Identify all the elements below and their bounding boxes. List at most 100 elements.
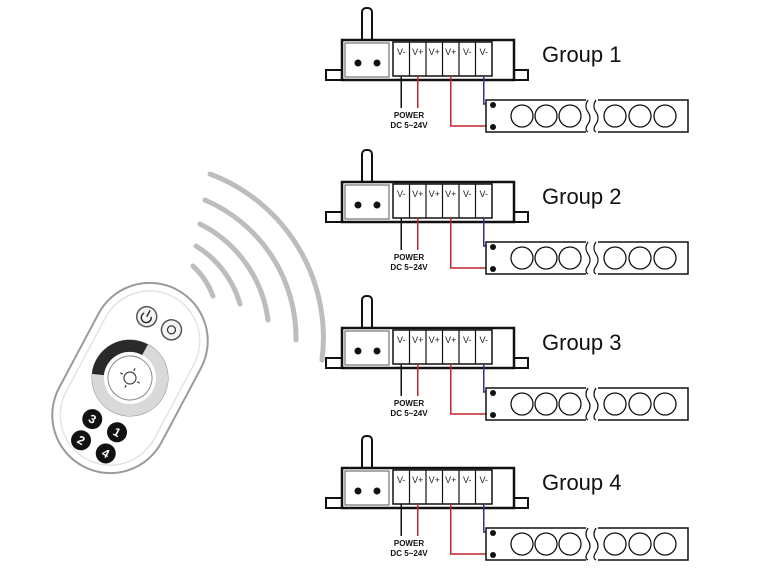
power-icon[interactable] <box>133 303 160 330</box>
terminal-label: V+ <box>445 189 456 199</box>
strip-break <box>586 386 598 422</box>
led-chip <box>603 246 627 270</box>
terminal-label: V- <box>479 475 488 485</box>
led-positive-wire <box>450 76 492 127</box>
indicator-dot <box>354 59 362 67</box>
strip-break-line <box>585 241 591 275</box>
led-chip <box>628 104 652 128</box>
terminal-label: V- <box>397 189 406 199</box>
indicator-dot <box>373 487 381 495</box>
led-chip <box>510 392 534 416</box>
strip-break <box>586 526 598 562</box>
led-strip <box>485 526 689 562</box>
led-chip <box>534 392 558 416</box>
led-chip <box>558 532 582 556</box>
led-chip <box>628 532 652 556</box>
led-positive-wire <box>450 364 492 415</box>
group-label: Group 3 <box>542 330 622 355</box>
terminal-label: V- <box>463 335 472 345</box>
strip-connector <box>490 412 496 418</box>
led-strip <box>485 98 689 134</box>
antenna-icon <box>361 435 373 471</box>
receiver-panel <box>344 330 390 366</box>
terminal-label: V- <box>397 335 406 345</box>
led-chip <box>653 532 677 556</box>
wireless-signal-icon <box>190 171 326 363</box>
terminal-label: V- <box>397 475 406 485</box>
led-chip <box>628 246 652 270</box>
voltage-label: DC 5~24V <box>390 121 428 130</box>
indicator-dot <box>354 487 362 495</box>
power-label: POWER <box>394 253 424 262</box>
antenna-icon <box>361 149 373 185</box>
terminal-label: V- <box>397 47 406 57</box>
power-label: POWER <box>394 111 424 120</box>
strip-connector <box>490 266 496 272</box>
led-chip <box>628 392 652 416</box>
antenna-icon <box>361 295 373 331</box>
led-chip <box>534 104 558 128</box>
touch-dimmer-wheel[interactable] <box>79 327 182 430</box>
strip-connector <box>490 124 496 130</box>
indicator-dot <box>373 347 381 355</box>
terminal-label: V+ <box>445 47 456 57</box>
group-button-4[interactable]: 4 <box>92 440 119 467</box>
terminal-label: V+ <box>445 335 456 345</box>
indicator-dot <box>354 347 362 355</box>
indicator-dot <box>354 201 362 209</box>
led-positive-wire <box>450 218 492 269</box>
voltage-label: DC 5~24V <box>390 263 428 272</box>
strip-break-line <box>585 99 591 133</box>
group-button-2[interactable]: 2 <box>67 427 94 454</box>
antenna-icon <box>361 7 373 43</box>
group-button-1[interactable]: 1 <box>103 419 130 446</box>
terminal-label: V- <box>463 475 472 485</box>
terminal-label: V+ <box>429 335 440 345</box>
brightness-icon <box>120 368 140 388</box>
led-chip <box>558 392 582 416</box>
terminal-label: V- <box>479 189 488 199</box>
power-label: POWER <box>394 539 424 548</box>
terminal-label: V+ <box>412 47 423 57</box>
led-chip <box>534 246 558 270</box>
led-chip <box>653 246 677 270</box>
led-chip <box>653 104 677 128</box>
terminal-label: V+ <box>412 475 423 485</box>
indicator-dot <box>373 59 381 67</box>
terminal-label: V- <box>463 189 472 199</box>
strip-break-line <box>585 387 591 421</box>
indicator-dot <box>373 201 381 209</box>
terminal-label: V+ <box>412 335 423 345</box>
group-button-3[interactable]: 3 <box>79 406 106 433</box>
strip-break-line <box>585 527 591 561</box>
voltage-label: DC 5~24V <box>390 549 428 558</box>
terminal-label: V+ <box>412 189 423 199</box>
power-label: POWER <box>394 399 424 408</box>
terminal-label: V+ <box>429 189 440 199</box>
led-positive-wire <box>450 504 492 555</box>
terminal-label: V+ <box>429 475 440 485</box>
strip-connector <box>490 390 496 396</box>
strip-connector <box>490 244 496 250</box>
strip-break-line <box>593 241 599 275</box>
led-chip <box>603 392 627 416</box>
terminal-label: V+ <box>445 475 456 485</box>
strip-break <box>586 98 598 134</box>
terminal-label: V- <box>463 47 472 57</box>
terminal-label: V- <box>479 335 488 345</box>
group-label: Group 1 <box>542 42 622 67</box>
voltage-label: DC 5~24V <box>390 409 428 418</box>
led-chip <box>510 104 534 128</box>
mode-icon[interactable] <box>158 316 185 343</box>
receiver-panel <box>344 42 390 78</box>
receiver-panel <box>344 184 390 220</box>
strip-connector <box>490 530 496 536</box>
strip-break-line <box>593 527 599 561</box>
led-chip <box>603 532 627 556</box>
